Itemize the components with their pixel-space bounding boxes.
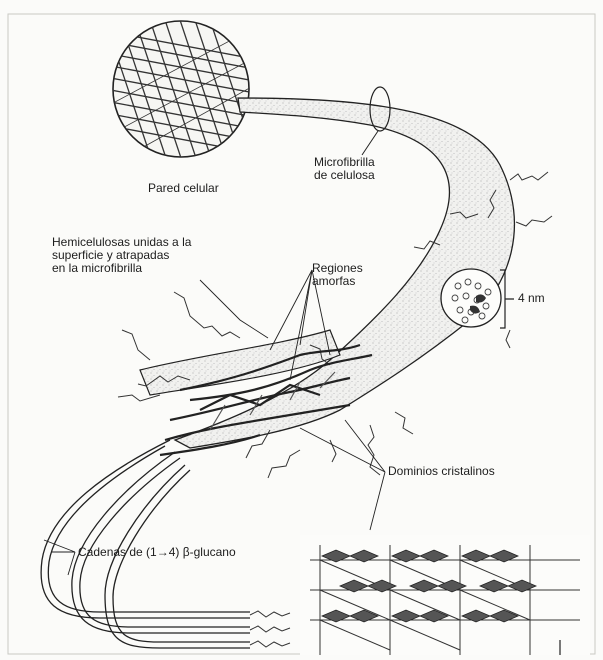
cell-wall-circle — [100, 20, 260, 170]
label-crystalline-domains: Dominios cristalinos — [388, 465, 495, 478]
label-amorphous-regions: Regiones amorfas — [312, 262, 363, 288]
label-cell-wall: Pared celular — [148, 182, 219, 195]
crystalline-lattice — [300, 535, 590, 655]
microfibril-leader — [362, 131, 378, 155]
cross-section — [441, 269, 501, 327]
label-diameter: 4 nm — [518, 292, 545, 305]
label-hemicelluloses: Hemicelulosas unidas a la superficie y a… — [52, 236, 191, 275]
chain-ends — [250, 611, 290, 647]
label-cellulose-microfibril: Microfibrilla de celulosa — [314, 156, 375, 182]
label-glucan-chains: Cadenas de (1→4) β-glucano — [78, 546, 236, 559]
glucan-chains — [41, 440, 250, 648]
